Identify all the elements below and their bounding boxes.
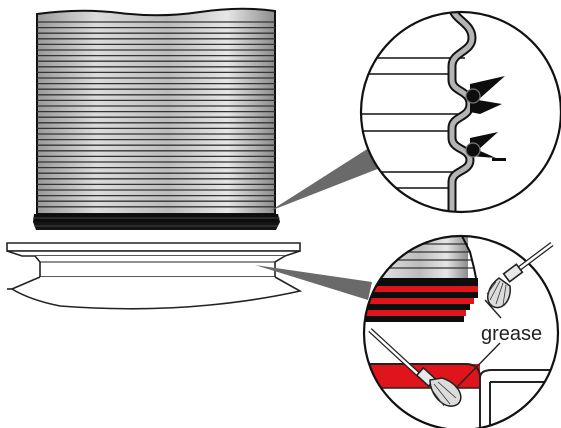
base-flange [6,242,303,310]
detail-circle-bottom: grease [362,234,560,428]
detail-circle-top [359,10,561,214]
grease-brush-icon [368,328,462,407]
black-seal-ring [33,214,280,230]
callout-connector-top [270,146,380,211]
callout-connector-bottom [255,265,372,300]
grease-brush-icon [486,242,554,309]
grease-label: grease [481,323,542,345]
grease-leader-lower [455,342,501,389]
bellows-body [36,7,276,215]
bellows-ribs [37,21,275,208]
grease-leader-upper [484,299,502,319]
